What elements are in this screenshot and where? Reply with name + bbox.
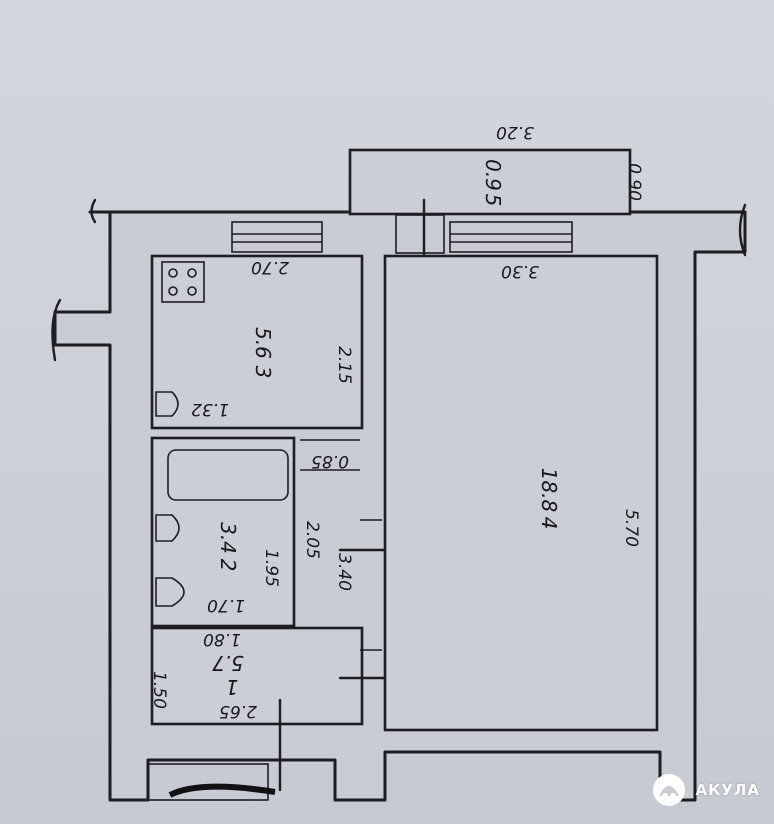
- hallway-number: 1: [226, 675, 239, 699]
- dim-kitchen-width: 2.70: [251, 257, 289, 277]
- balcony-area: 0.9: [481, 159, 505, 191]
- dim-bath-width: 1.70: [207, 595, 245, 615]
- hallway-area: 5.7: [212, 651, 244, 675]
- dim-balcony-length: 3.20: [496, 122, 534, 142]
- washbasin-icon: [155, 514, 180, 542]
- dim-bath-inner: 1.95: [261, 549, 281, 587]
- brand-name: АКУЛА: [695, 781, 760, 799]
- dim-corridor-length: 3.40: [334, 553, 354, 591]
- toilet-icon: [155, 577, 185, 607]
- dim-hall-depth: 1.50: [149, 671, 169, 709]
- living-room: [383, 254, 659, 732]
- kitchen-room: [150, 254, 364, 430]
- bathroom-room: [150, 436, 296, 628]
- wall-break-left: [51, 298, 62, 362]
- living-window: [449, 221, 573, 253]
- kitchen-number: 3: [251, 366, 275, 379]
- balcony-number: 5: [481, 194, 505, 207]
- dim-hall-width: 1.80: [203, 629, 241, 649]
- entrance-door: [147, 763, 269, 801]
- balcony-door: [395, 214, 445, 254]
- sink-icon: [155, 391, 179, 417]
- dim-kitchen-partition: 1.32: [191, 399, 229, 419]
- wall-break-top-left: [90, 198, 97, 224]
- dim-hall-length: 2.65: [219, 701, 257, 721]
- wall-break-right: [738, 203, 747, 257]
- scribble-mark: [168, 783, 276, 798]
- kitchen-window: [231, 221, 323, 253]
- bathroom-area: 3.4: [216, 522, 240, 554]
- dim-bath-length: 2.05: [302, 521, 322, 559]
- bathtub-icon: [167, 449, 289, 501]
- hallway-room: [150, 626, 364, 726]
- dim-kitchen-length: 2.15: [334, 346, 354, 384]
- dim-living-width: 3.30: [501, 261, 539, 281]
- dim-niche: 0.85: [311, 451, 349, 471]
- shark-logo-icon: [653, 774, 686, 806]
- living-number: 4: [537, 517, 561, 530]
- stove-icon: [161, 261, 205, 303]
- dim-balcony-depth: 0.90: [624, 163, 644, 201]
- kitchen-area: 5.6: [251, 327, 275, 359]
- bathroom-number: 2: [216, 559, 240, 572]
- living-area: 18.8: [537, 468, 561, 513]
- dim-living-length: 5.70: [621, 509, 641, 547]
- balcony-outline: [348, 148, 632, 216]
- akula-watermark: АКУЛА: [651, 772, 760, 808]
